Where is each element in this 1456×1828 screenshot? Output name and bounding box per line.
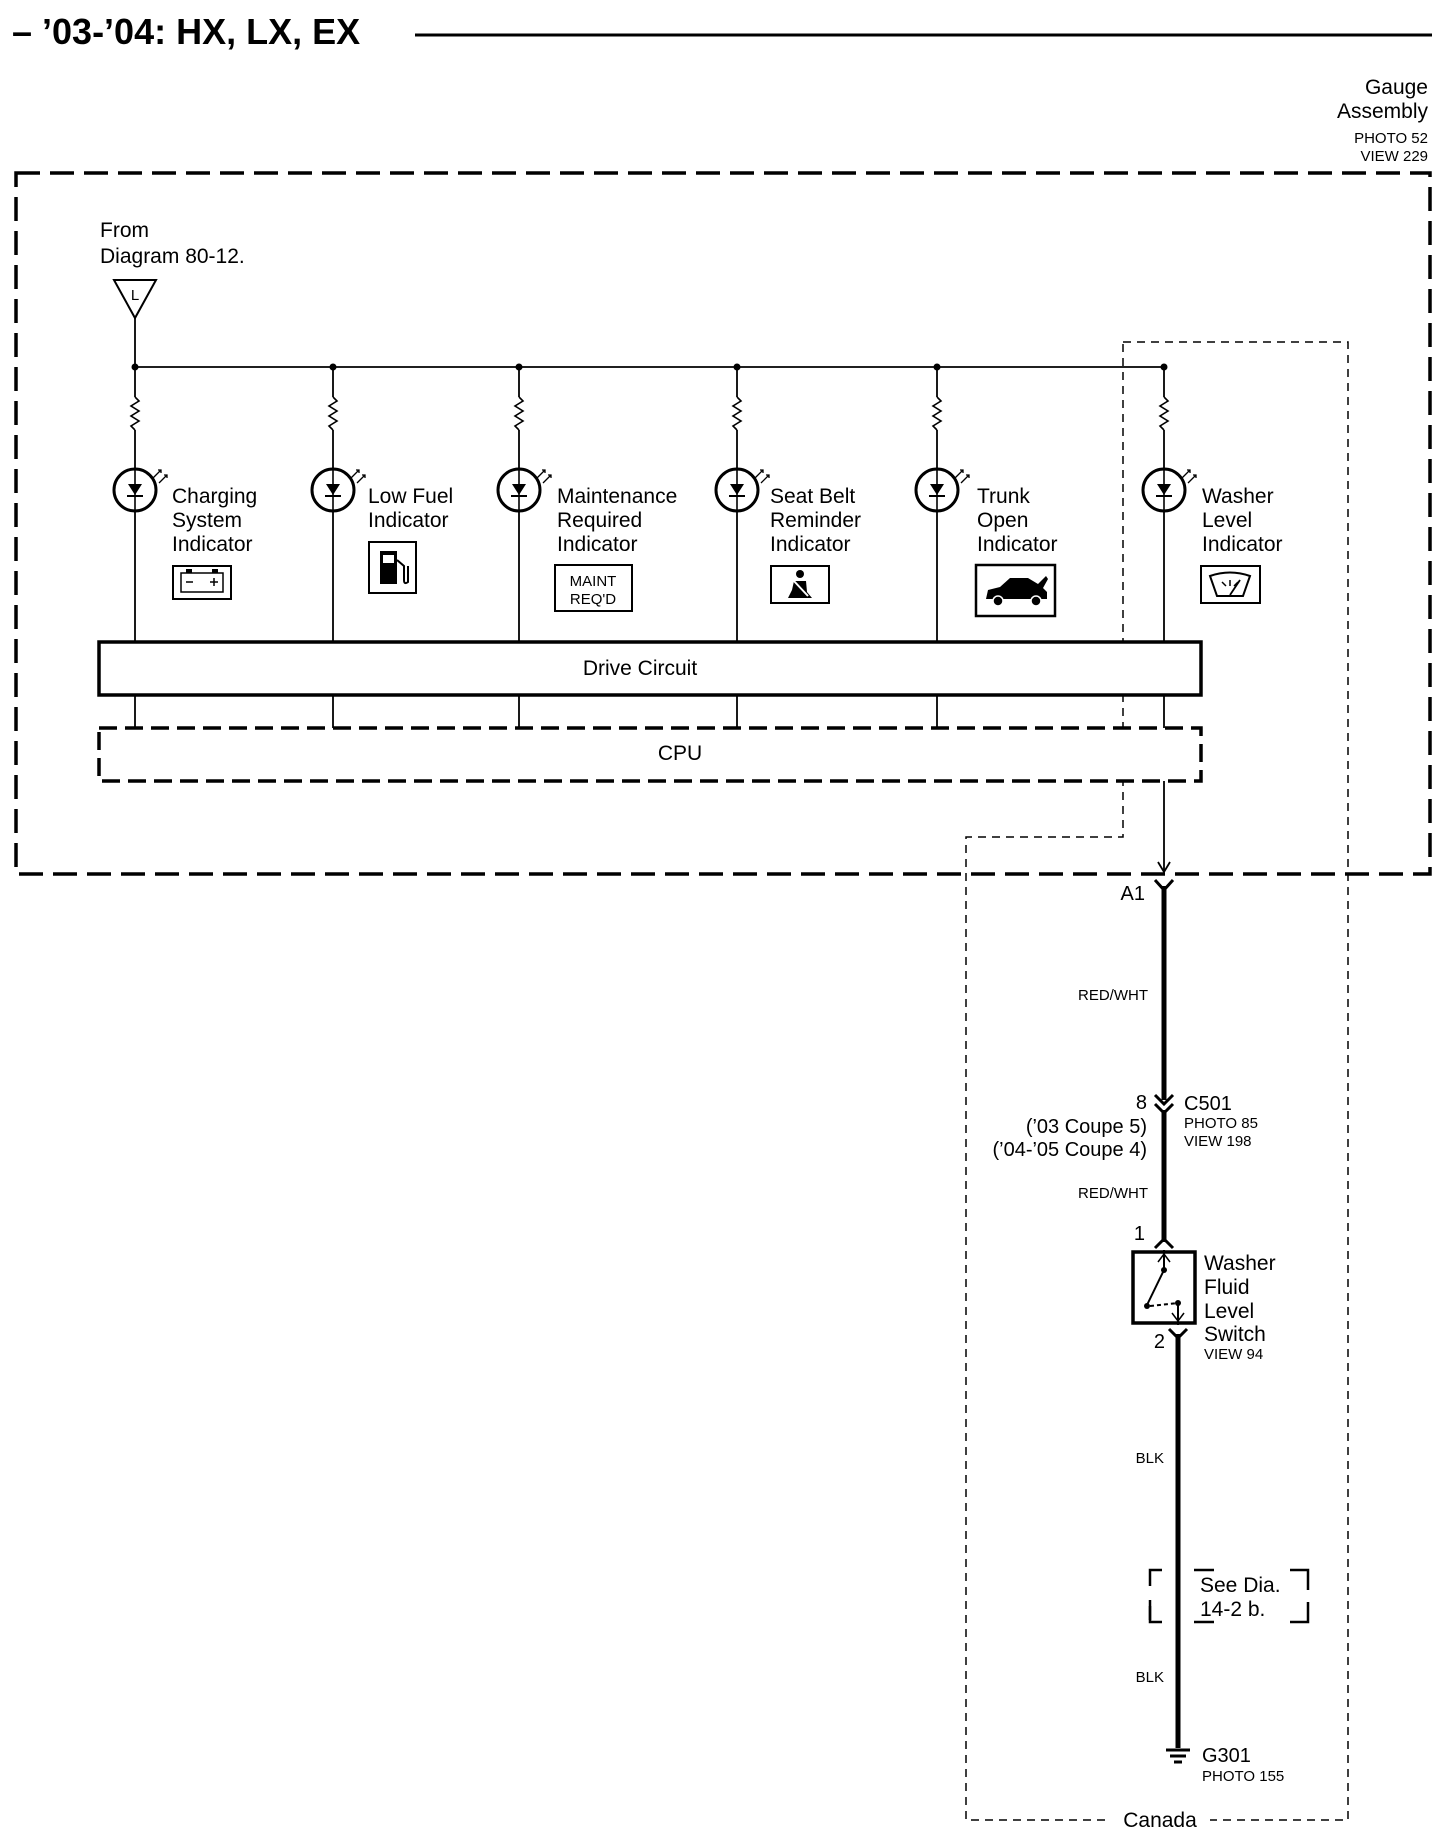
led-lamp-icon (496, 467, 552, 513)
wire-label-blk-2: BLK (1136, 1669, 1164, 1686)
see-diagram-reference-box (1148, 1568, 1310, 1624)
c501-note1: (’03 Coupe 5) (1026, 1116, 1147, 1138)
c501-name: C501 (1184, 1093, 1232, 1115)
indicator-label-line1: Low Fuel (368, 485, 453, 508)
gauge-label-line1: Gauge (1365, 76, 1428, 99)
resistor-icon (931, 396, 943, 431)
wire-label-red-wht-1: RED/WHT (1078, 987, 1148, 1004)
drive-circuit-block (97, 640, 1203, 697)
gauge-photo: PHOTO 52 (1354, 130, 1428, 147)
switch-label-line4: Switch (1204, 1323, 1266, 1346)
switch-pin1-connector (1153, 1236, 1175, 1250)
battery-icon (172, 565, 232, 600)
gauge-assembly-boundary (14, 171, 1432, 876)
maint-icon-text1: MAINT (570, 573, 617, 590)
led-lamp-icon (914, 467, 970, 513)
switch-label-line3: Level (1204, 1300, 1254, 1323)
indicator-label-line2: Open (977, 509, 1028, 532)
switch-pin1: 1 (1134, 1223, 1145, 1245)
gauge-view: VIEW 229 (1360, 148, 1428, 165)
c501-photo: PHOTO 85 (1184, 1115, 1258, 1132)
see-dia-line1: See Dia. (1200, 1574, 1281, 1597)
ground-icon (1166, 1748, 1190, 1764)
indicator-label-line1: Maintenance (557, 485, 677, 508)
gauge-label-line2: Assembly (1337, 100, 1429, 123)
wire-label-blk-1: BLK (1136, 1450, 1164, 1467)
indicator-label-line3: Indicator (172, 533, 253, 556)
source-connector-letter: L (131, 287, 139, 304)
maint-reqd-icon: MAINT REQ'D (554, 564, 633, 612)
canada-label-gap (1110, 1806, 1210, 1828)
led-lamp-icon (112, 467, 168, 513)
indicator-label-line1: Trunk (977, 485, 1030, 508)
indicator-label-line1: Washer (1202, 485, 1274, 508)
indicator-label-line3: Indicator (977, 533, 1058, 556)
a1-label: A1 (1121, 883, 1145, 905)
c501-pin: 8 (1136, 1092, 1147, 1114)
maint-icon-text2: REQ'D (570, 591, 616, 608)
cpu-label: CPU (658, 742, 702, 765)
indicator-label-line1: Charging (172, 485, 257, 508)
see-dia-line2: 14-2 b. (1200, 1598, 1265, 1621)
washer-fluid-level-switch-icon (1131, 1250, 1197, 1325)
indicator-label-line2: Level (1202, 509, 1252, 532)
connector-l-icon: L (112, 279, 158, 321)
c501-view: VIEW 198 (1184, 1133, 1252, 1150)
c501-note2: (’04-’05 Coupe 4) (992, 1139, 1147, 1161)
resistor-icon (129, 396, 141, 431)
indicator-label-line2: System (172, 509, 242, 532)
ground-name: G301 (1202, 1745, 1251, 1767)
led-lamp-icon (1141, 467, 1197, 513)
source-line1: From (100, 219, 149, 242)
region-label: Canada (1123, 1809, 1197, 1828)
indicator-label-line3: Indicator (770, 533, 851, 556)
wire-label-red-wht-2: RED/WHT (1078, 1185, 1148, 1202)
diagram-title: – ’03-’04: HX, LX, EX (12, 11, 360, 52)
resistor-icon (513, 396, 525, 431)
resistor-icon (731, 396, 743, 431)
resistor-icon (1158, 396, 1170, 431)
ground-photo: PHOTO 155 (1202, 1768, 1284, 1785)
canada-option-boundary (965, 341, 1349, 1821)
trunk-open-car-icon (974, 563, 1057, 618)
resistor-icon (327, 396, 339, 431)
windshield-washer-icon (1200, 565, 1261, 604)
indicator-label-line3: Indicator (557, 533, 638, 556)
indicator-label-line1: Seat Belt (770, 485, 855, 508)
seat-belt-icon (770, 565, 830, 604)
switch-label-line1: Washer (1204, 1252, 1276, 1275)
fuel-pump-icon (368, 541, 417, 594)
switch-label-line2: Fluid (1204, 1276, 1250, 1299)
indicator-label-line2: Reminder (770, 509, 861, 532)
switch-pin2: 2 (1154, 1331, 1165, 1353)
switch-view: VIEW 94 (1204, 1346, 1263, 1363)
indicator-label-line2: Indicator (368, 509, 449, 532)
led-lamp-icon (310, 467, 366, 513)
indicator-label-line3: Indicator (1202, 533, 1283, 556)
drive-circuit-label: Drive Circuit (583, 657, 698, 680)
indicator-label-line2: Required (557, 509, 642, 532)
source-line2: Diagram 80-12. (100, 245, 245, 268)
cpu-block (97, 726, 1203, 783)
led-lamp-icon (714, 467, 770, 513)
